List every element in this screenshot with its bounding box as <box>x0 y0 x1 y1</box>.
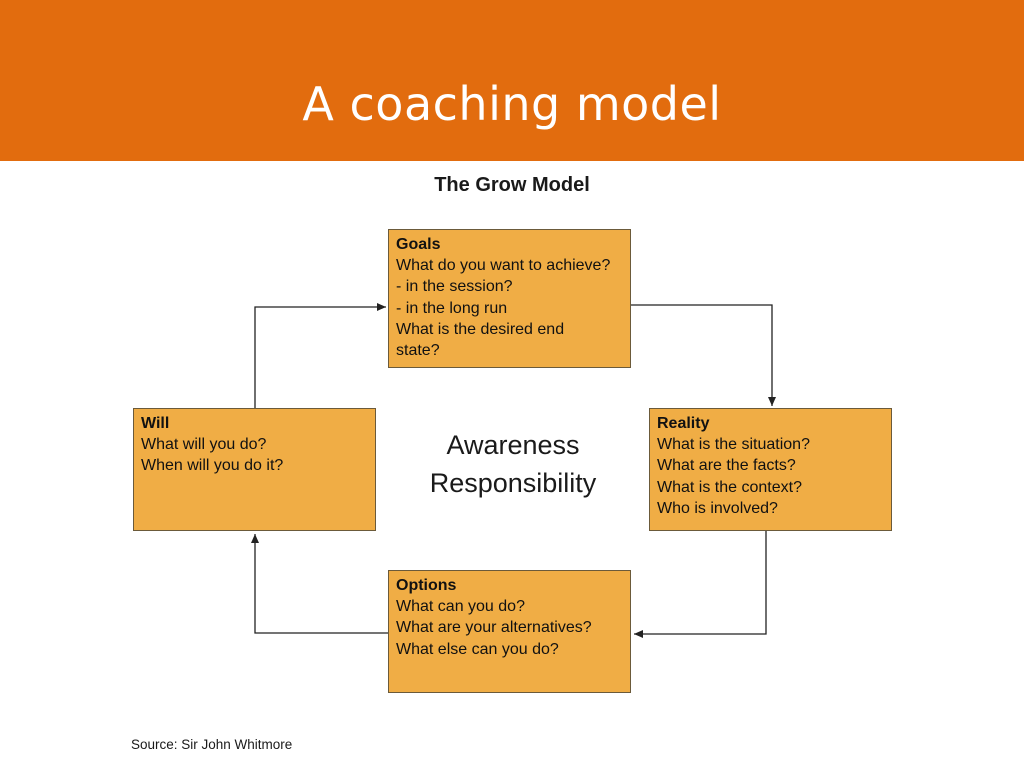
will-line: When will you do it? <box>141 457 284 475</box>
options-heading: Options <box>396 577 457 594</box>
reality-line: What are the facts? <box>657 457 796 475</box>
source-credit: Source: Sir John Whitmore <box>131 737 293 752</box>
diagram-title: The Grow Model <box>434 174 590 196</box>
options-box: Options What can you do? What are your a… <box>388 570 631 693</box>
reality-box: Reality What is the situation? What are … <box>649 408 892 531</box>
arrow-goals-to-reality <box>631 304 776 406</box>
goals-box: Goals What do you want to achieve? - in … <box>388 229 631 368</box>
arrow-options-to-will <box>251 534 388 634</box>
reality-line: Who is involved? <box>657 499 778 517</box>
slide-header-bar <box>0 0 1024 161</box>
goals-line: state? <box>396 342 440 360</box>
goals-line: - in the long run <box>396 299 508 317</box>
options-line: What can you do? <box>396 598 525 616</box>
arrow-reality-to-options <box>634 531 767 638</box>
goals-line: What is the desired end <box>396 320 565 338</box>
options-line: What else can you do? <box>396 640 559 658</box>
reality-line: What is the situation? <box>657 436 810 454</box>
goals-line: - in the session? <box>396 278 513 296</box>
options-line: What are your alternatives? <box>396 619 592 637</box>
reality-line: What is the context? <box>657 478 802 496</box>
will-heading: Will <box>141 415 170 432</box>
will-box: Will What will you do? When will you do … <box>133 408 376 531</box>
center-label-responsibility: Responsibility <box>429 468 597 498</box>
slide-title: A coaching model <box>302 77 722 131</box>
goals-heading: Goals <box>396 236 441 253</box>
center-label-awareness: Awareness <box>446 430 580 460</box>
arrow-will-to-goals <box>254 303 386 408</box>
reality-heading: Reality <box>657 415 710 432</box>
goals-line: What do you want to achieve? <box>396 257 611 275</box>
center-label: Awareness Responsibility <box>400 426 626 502</box>
will-line: What will you do? <box>141 436 267 454</box>
